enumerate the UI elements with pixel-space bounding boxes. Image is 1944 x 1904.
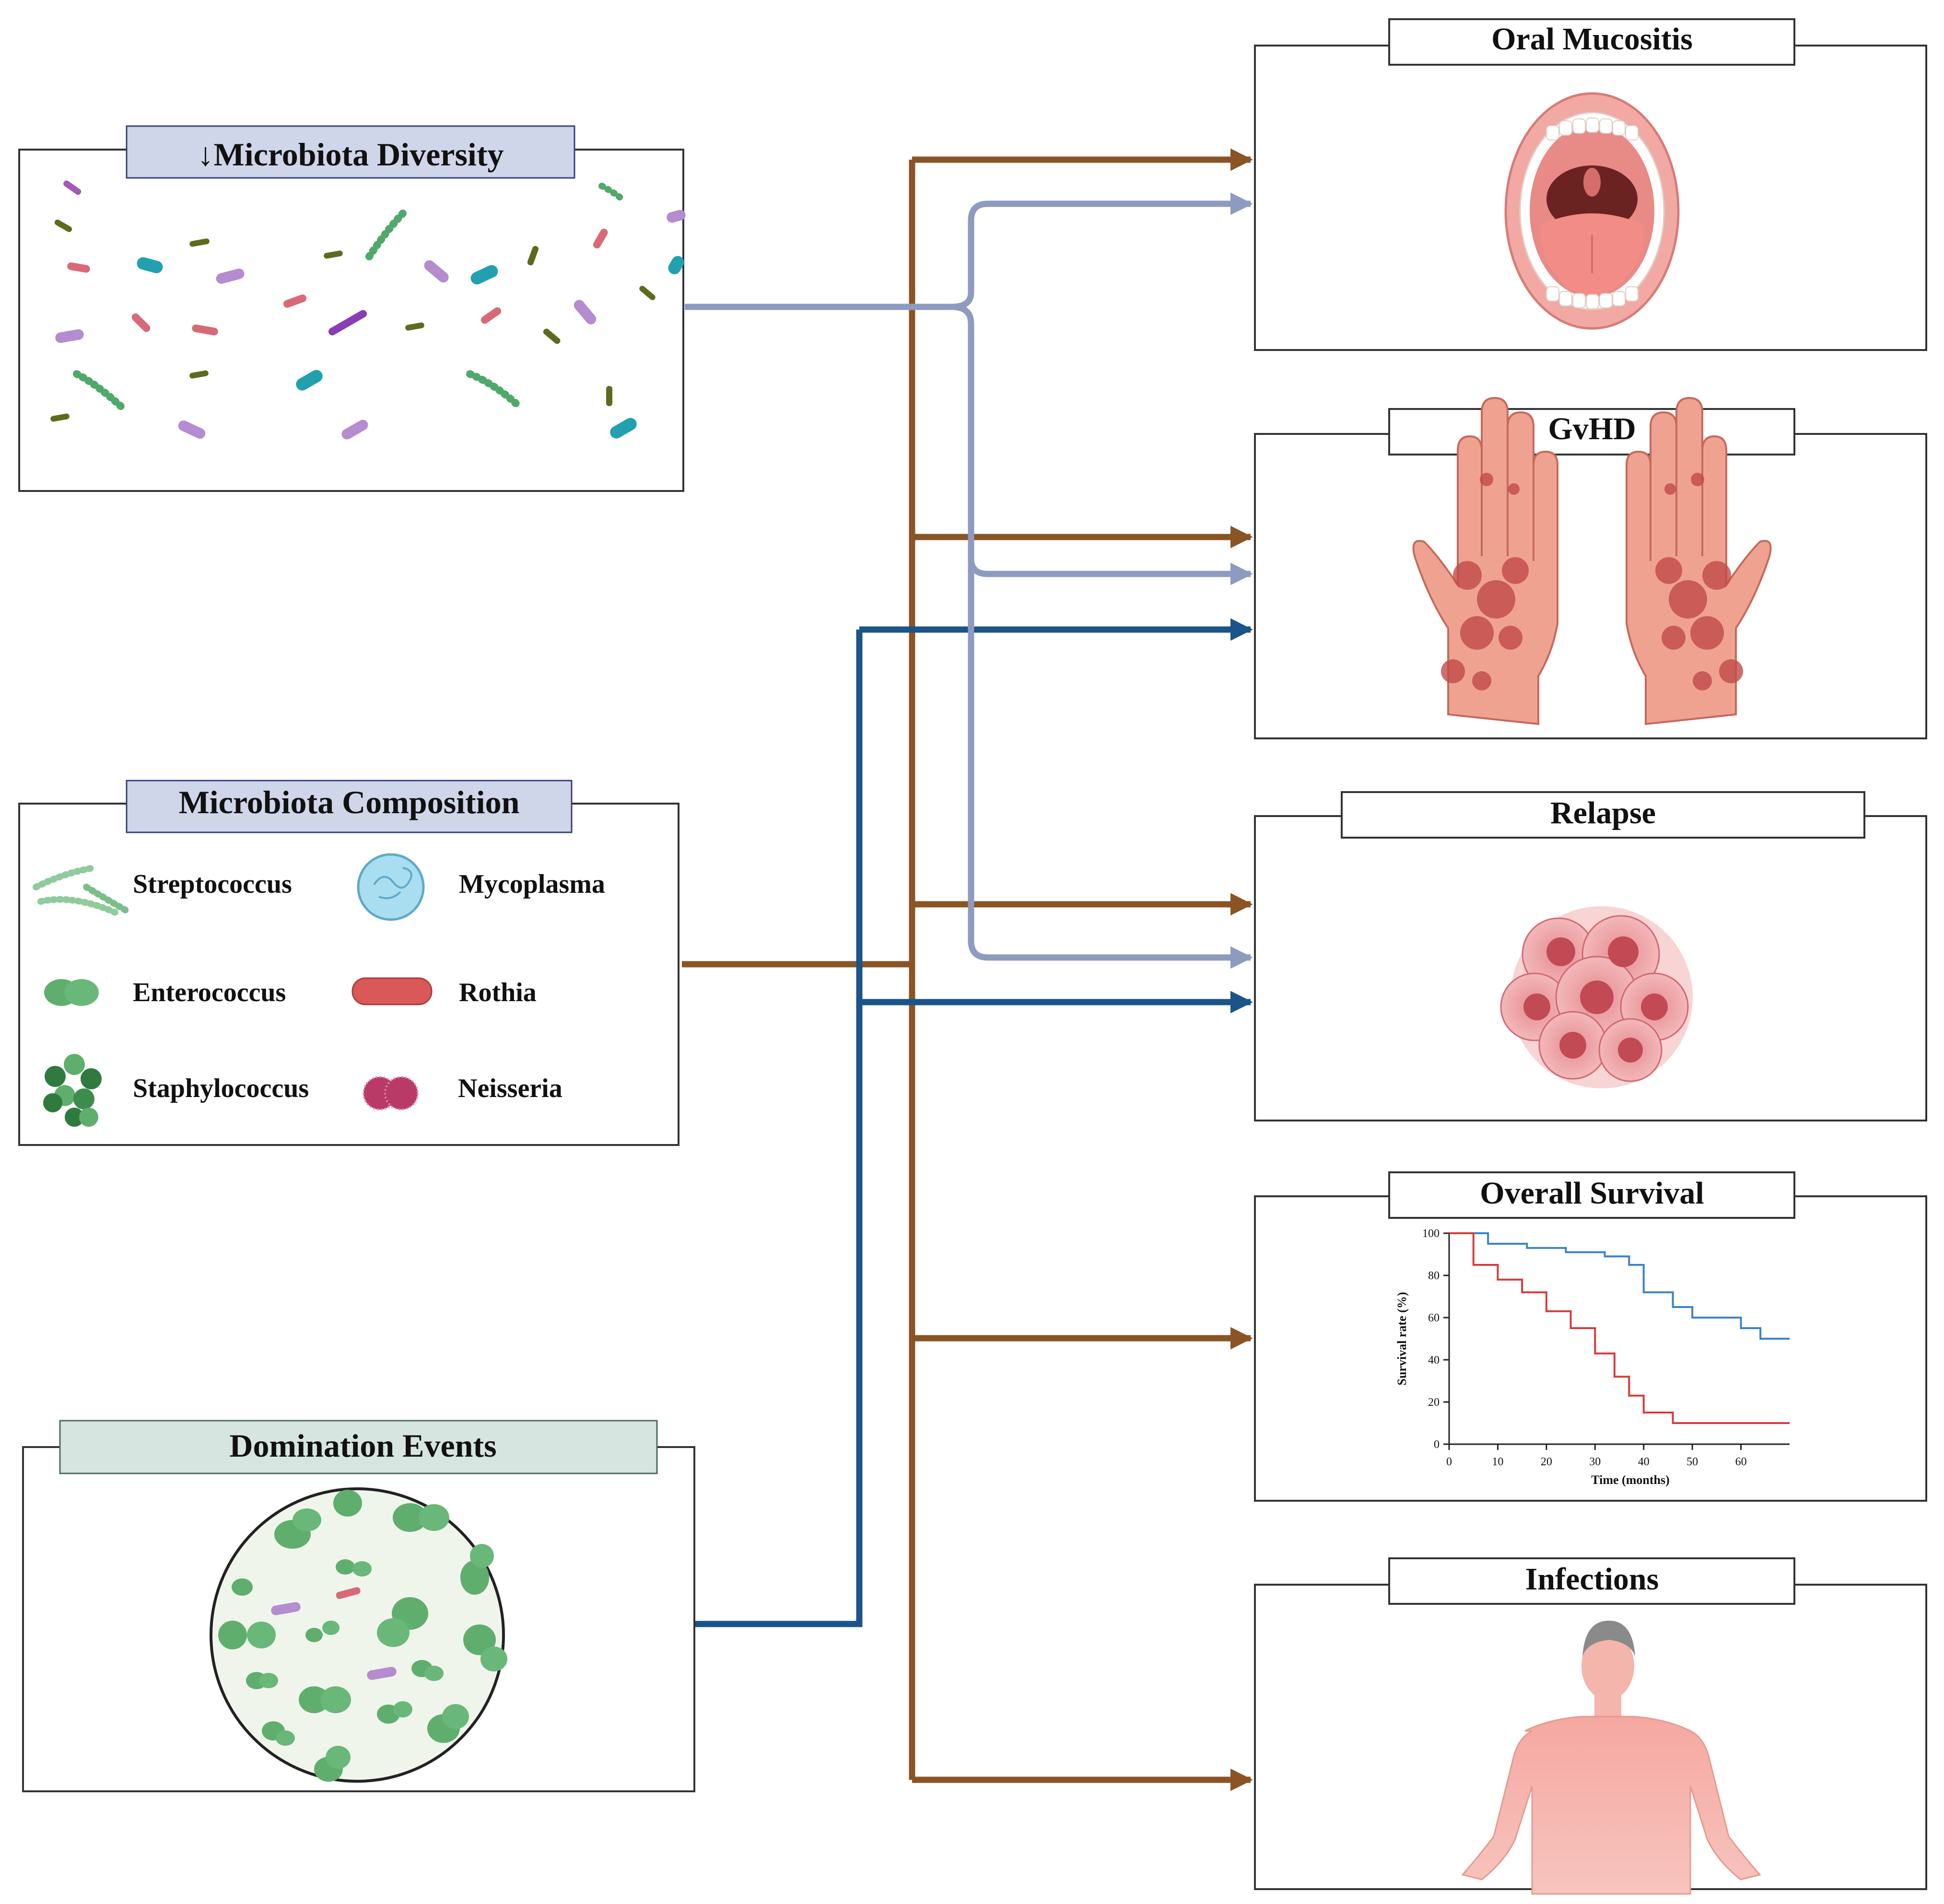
- survival-series: [1449, 1232, 1790, 1424]
- enterococcus-icon: [44, 979, 99, 1006]
- mycoplasma-label: Mycoplasma: [459, 869, 605, 899]
- composition-box: [18, 803, 679, 1146]
- domination-panel: Domination Events: [22, 1420, 695, 1792]
- arrow-diversity-to-relapse: [951, 304, 1253, 969]
- x-tick-label: 60: [1735, 1456, 1747, 1468]
- gvhd-box: [1254, 433, 1927, 739]
- composition-label-box: [126, 780, 573, 833]
- relapse-label-box: [1341, 791, 1865, 839]
- overall-survival-box: [1254, 1195, 1927, 1502]
- connectors: [682, 148, 1253, 1791]
- domination-connector-trunk: [695, 630, 863, 1627]
- relapse-panel: Relapse: [1254, 791, 1927, 1121]
- diversity-title: ↓Microbiota Diversity: [198, 136, 504, 173]
- rash-hands-icon: [1412, 397, 1772, 725]
- x-axis-label: Time (months): [1591, 1473, 1669, 1487]
- staphylococcus-icon: [43, 1054, 102, 1127]
- mycoplasma-icon: [357, 853, 425, 921]
- diversity-panel: ↓Microbiota Diversity: [18, 125, 686, 492]
- survival-curve-2: [1449, 1232, 1790, 1424]
- domination-title: Domination Events: [229, 1427, 496, 1464]
- gvhd-title: GvHD: [1548, 411, 1636, 446]
- tumor-cell-cluster-icon: [1500, 906, 1693, 1088]
- axis-ticks: 0 10 20 30 40 50 60 0 20 40 60 80 100: [1422, 1227, 1747, 1468]
- survival-curve-1: [1449, 1232, 1790, 1340]
- x-tick-label: 50: [1686, 1456, 1698, 1468]
- overall-survival-label-box: [1388, 1171, 1795, 1219]
- arrow-diversity-to-oral-mucositis: [685, 192, 1253, 310]
- x-tick-label: 10: [1492, 1456, 1503, 1468]
- overall-survival-panel: Overall Survival 0 10 20 30 40 50 60 0 20 40 60 80 1…: [1254, 1171, 1927, 1502]
- oral-mucositis-panel: Oral Mucositis: [1254, 18, 1927, 351]
- relapse-title: Relapse: [1550, 795, 1656, 830]
- diversity-label-box: [126, 125, 575, 179]
- y-tick-label: 100: [1422, 1227, 1440, 1240]
- domination-label-box: [59, 1420, 658, 1474]
- y-tick-label: 20: [1428, 1396, 1440, 1409]
- staphylococcus-label: Staphylococcus: [133, 1074, 309, 1103]
- infections-label-box: [1388, 1557, 1795, 1605]
- streptococcus-icon: [33, 864, 130, 917]
- oral-mucositis-label-box: [1388, 18, 1795, 66]
- arrow-diversity-to-gvhd: [968, 558, 1253, 585]
- dominated-community-icon: [210, 1487, 507, 1783]
- infections-title: Infections: [1525, 1562, 1659, 1597]
- streptococcus-label: Streptococcus: [133, 869, 292, 899]
- overall-survival-title: Overall Survival: [1480, 1176, 1704, 1211]
- y-tick-label: 0: [1434, 1438, 1440, 1451]
- y-tick-label: 80: [1428, 1270, 1440, 1282]
- x-tick-label: 40: [1638, 1456, 1650, 1468]
- x-tick-label: 20: [1541, 1456, 1552, 1468]
- rothia-icon: [351, 977, 433, 1005]
- oral-mucositis-title: Oral Mucositis: [1491, 22, 1693, 57]
- y-tick-label: 40: [1428, 1354, 1440, 1367]
- rothia-label: Rothia: [459, 978, 537, 1007]
- enterococcus-label: Enterococcus: [133, 978, 286, 1007]
- bacteria-scatter-icon: [50, 180, 686, 440]
- open-mouth-icon: [1504, 92, 1680, 330]
- gvhd-panel: GvHD: [1254, 397, 1927, 739]
- neisseria-label: Neisseria: [458, 1074, 562, 1103]
- infections-panel: Infections: [1254, 1557, 1927, 1895]
- y-axis-label: Survival rate (%): [1395, 1292, 1409, 1386]
- composition-panel: Microbiota Composition Streptococcus Myc…: [18, 780, 679, 1146]
- composition-title: Microbiota Composition: [179, 784, 520, 820]
- x-tick-label: 0: [1446, 1456, 1452, 1468]
- neisseria-icon: [363, 1076, 419, 1110]
- human-body-icon: [1461, 1621, 1761, 1895]
- x-tick-label: 30: [1589, 1456, 1601, 1468]
- y-tick-label: 60: [1428, 1312, 1440, 1324]
